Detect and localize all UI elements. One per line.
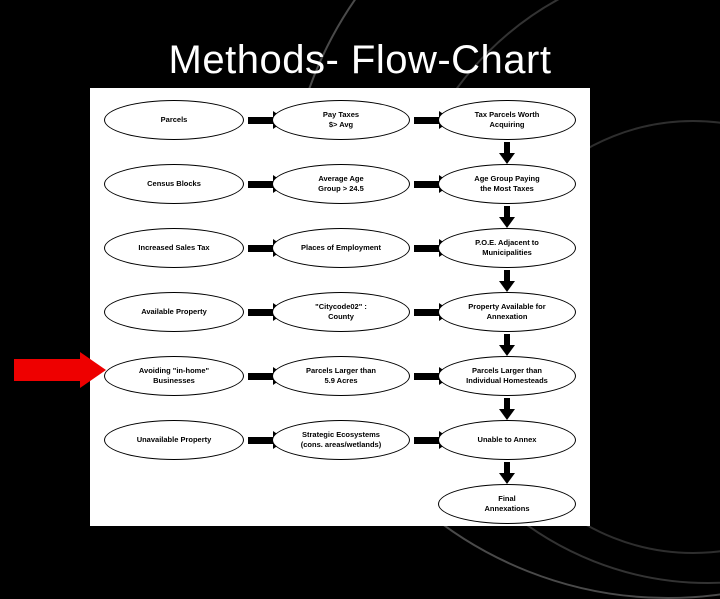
flowchart-canvas: Parcels Pay Taxes $> Avg Tax Parcels Wor… bbox=[90, 88, 590, 526]
arrow-down-icon bbox=[499, 270, 515, 292]
node-input-6: Unavailable Property bbox=[104, 420, 244, 460]
node-output-3: P.O.E. Adjacent to Municipalities bbox=[438, 228, 576, 268]
arrow-down-icon bbox=[499, 206, 515, 228]
node-input-2: Census Blocks bbox=[104, 164, 244, 204]
arrow-down-icon bbox=[499, 142, 515, 164]
node-filter-5: Parcels Larger than 5.9 Acres bbox=[272, 356, 410, 396]
arrow-down-icon bbox=[499, 334, 515, 356]
node-input-1: Parcels bbox=[104, 100, 244, 140]
node-output-1: Tax Parcels Worth Acquiring bbox=[438, 100, 576, 140]
node-output-2: Age Group Paying the Most Taxes bbox=[438, 164, 576, 204]
arrow-down-icon bbox=[499, 398, 515, 420]
node-input-5: Avoiding "in-home" Businesses bbox=[104, 356, 244, 396]
node-input-4: Available Property bbox=[104, 292, 244, 332]
node-input-3: Increased Sales Tax bbox=[104, 228, 244, 268]
node-final-annexations: Final Annexations bbox=[438, 484, 576, 524]
node-filter-3: Places of Employment bbox=[272, 228, 410, 268]
red-pointer-arrow-icon bbox=[14, 352, 106, 388]
node-filter-4: "Citycode02" : County bbox=[272, 292, 410, 332]
node-filter-6: Strategic Ecosystems (cons. areas/wetlan… bbox=[272, 420, 410, 460]
node-output-4: Property Available for Annexation bbox=[438, 292, 576, 332]
node-filter-2: Average Age Group > 24.5 bbox=[272, 164, 410, 204]
node-output-6: Unable to Annex bbox=[438, 420, 576, 460]
arrow-down-icon bbox=[499, 462, 515, 484]
node-output-5: Parcels Larger than Individual Homestead… bbox=[438, 356, 576, 396]
node-filter-1: Pay Taxes $> Avg bbox=[272, 100, 410, 140]
flowchart-panel: Parcels Pay Taxes $> Avg Tax Parcels Wor… bbox=[90, 88, 590, 526]
page-title: Methods- Flow-Chart bbox=[168, 38, 552, 82]
